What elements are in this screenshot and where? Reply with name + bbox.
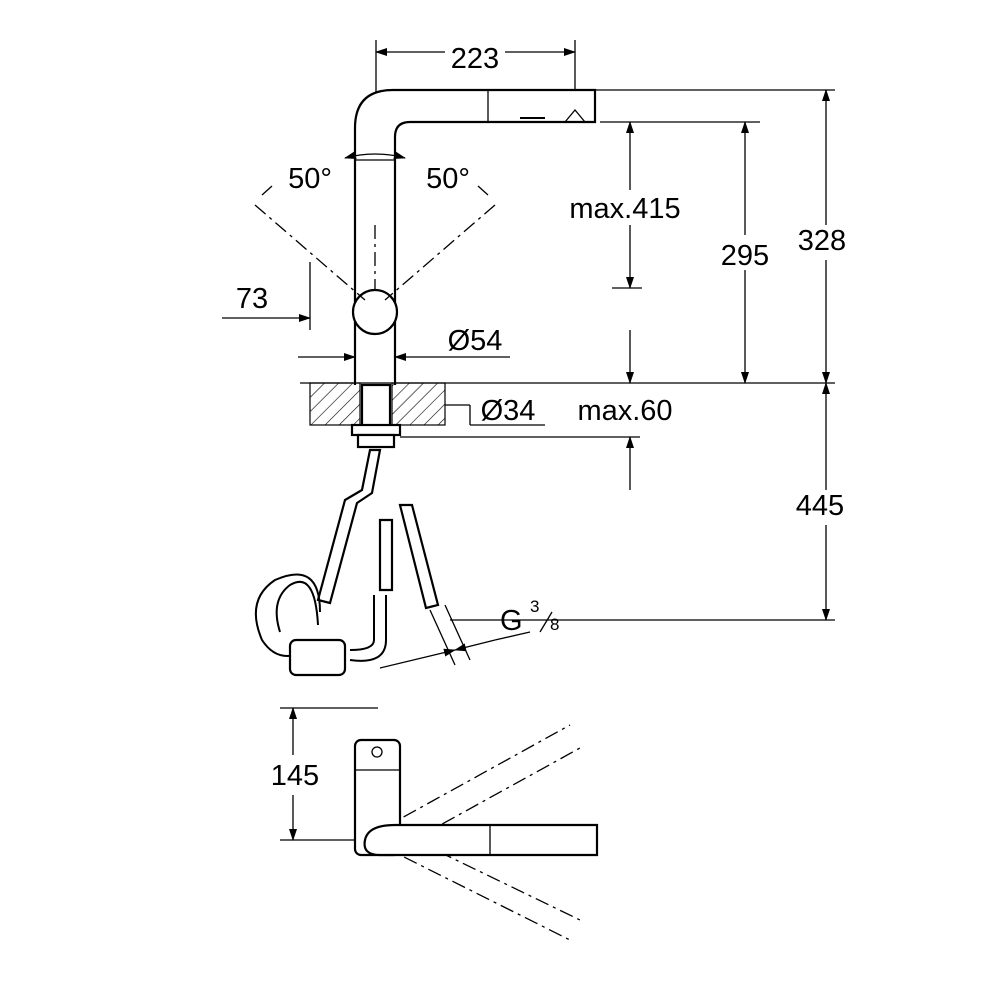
label-thread-den: 8	[550, 615, 559, 634]
label-hole-diameter: Ø34	[481, 395, 536, 427]
label-max-pullout: max.415	[569, 193, 680, 225]
label-swivel-right: 50°	[426, 163, 470, 195]
dimension-body-diameter: Ø54	[298, 325, 510, 370]
label-hose-length: 445	[796, 490, 844, 522]
label-plan-depth: 145	[271, 760, 319, 792]
dimension-lever-offset: 73	[222, 262, 311, 330]
label-swivel-left: 50°	[288, 163, 332, 195]
label-reach: 223	[451, 43, 499, 75]
dimension-reach: 223	[375, 40, 576, 100]
lever-hub	[351, 288, 399, 336]
label-thread-num: 3	[530, 597, 539, 616]
label-total-height: 328	[798, 225, 846, 257]
label-thread-main: G	[500, 605, 523, 637]
label-spout-height: 295	[721, 240, 769, 272]
plan-view: 145	[271, 707, 599, 941]
hoses: G 3 8	[254, 448, 559, 677]
label-max-counter: max.60	[577, 395, 672, 427]
countertop: Ø34 max.60	[300, 382, 835, 490]
label-lever-offset: 73	[236, 283, 268, 315]
swivel-angles: 50° 50°	[254, 151, 496, 301]
label-body-diameter: Ø54	[448, 325, 503, 357]
dimension-heights: 328 295 max.415 445	[450, 89, 846, 621]
